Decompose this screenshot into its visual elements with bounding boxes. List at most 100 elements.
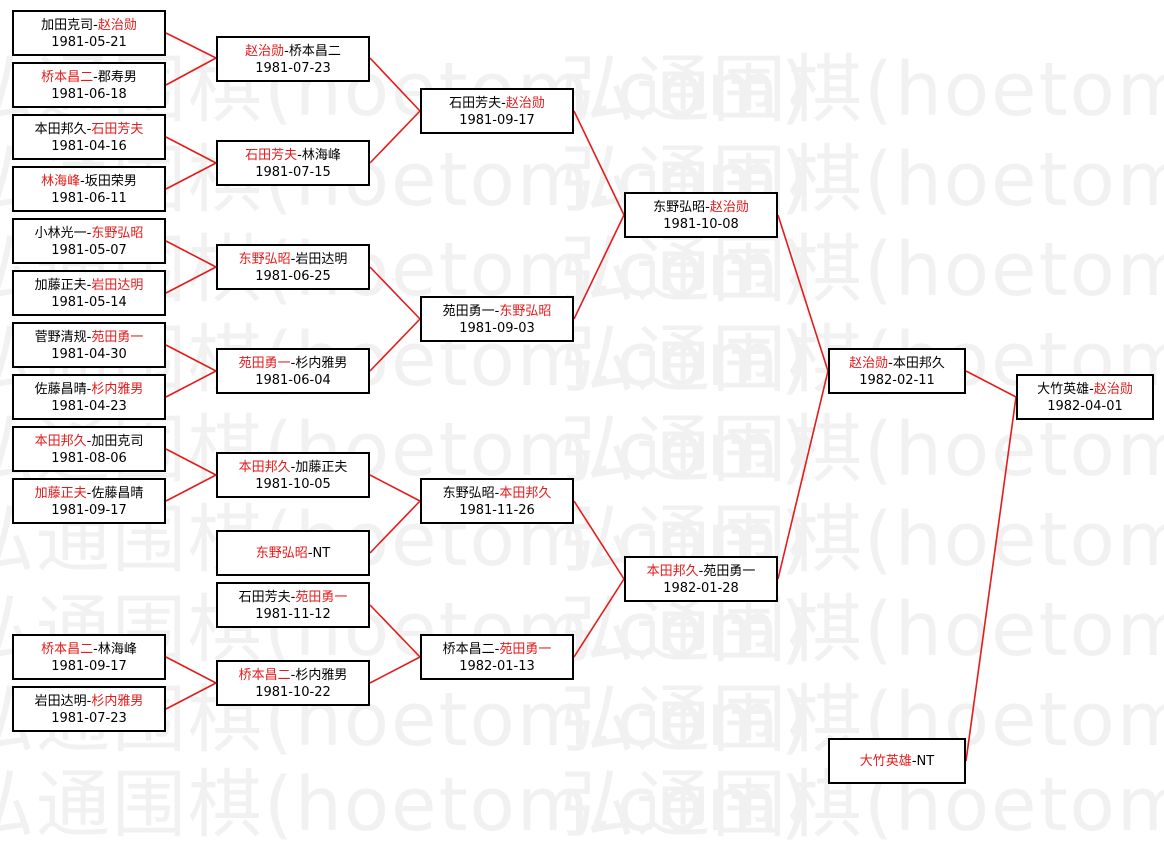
match-box: 苑田勇一-杉内雅男 1981-06-04 (216, 348, 370, 394)
connector-line (965, 396, 1017, 762)
player-name: 石田芳夫 (449, 96, 502, 111)
match-box: 本田邦久-加田克司 1981-08-06 (12, 426, 166, 472)
winner-name: 东野弘昭 (91, 226, 144, 241)
match-date: 1981-06-04 (255, 373, 331, 388)
player-name: 本田邦久 (892, 356, 945, 371)
connector-line (573, 110, 625, 216)
winner-name: 杉内雅男 (91, 382, 144, 397)
match-box: 岩田达明-杉内雅男 1981-07-23 (12, 686, 166, 732)
match-box: 本田邦久-石田芳夫 1981-04-16 (12, 114, 166, 160)
final-match-box: 大竹英雄-赵治勋 1982-04-01 (1016, 374, 1154, 420)
winner-name: 石田芳夫 (91, 122, 144, 137)
player-name: 岩田达明 (34, 694, 87, 709)
player-name: 佐藤昌晴 (91, 486, 144, 501)
match-date: 1982-04-01 (1047, 399, 1123, 414)
match-box: 赵治勋-本田邦久 1982-02-11 (828, 348, 966, 394)
match-date: 1981-05-21 (51, 35, 127, 50)
match-box: 石田芳夫-赵治勋 1981-09-17 (420, 88, 574, 134)
winner-name: 东野弘昭 (499, 304, 552, 319)
match-box: 桥本昌二-林海峰 1981-09-17 (12, 634, 166, 680)
match-box: 东野弘昭-NT (216, 530, 370, 576)
match-date: 1982-01-13 (459, 659, 535, 674)
match-date: 1981-10-08 (663, 217, 739, 232)
connector-line (165, 682, 217, 710)
player-name: 林海峰 (301, 148, 341, 163)
match-date: 1981-04-23 (51, 399, 127, 414)
match-date: 1981-10-22 (255, 685, 331, 700)
match-date: 1981-06-25 (255, 269, 331, 284)
player-name: 杉内雅男 (295, 668, 348, 683)
player-name: 林海峰 (97, 642, 137, 657)
connector-line (777, 370, 829, 580)
winner-name: 苑田勇一 (499, 642, 552, 657)
match-box: 桥本昌二-杉内雅男 1981-10-22 (216, 660, 370, 706)
match-date: 1981-04-16 (51, 139, 127, 154)
match-box: 林海峰-坂田荣男 1981-06-11 (12, 166, 166, 212)
match-box: 东野弘昭-岩田达明 1981-06-25 (216, 244, 370, 290)
player-name: NT (312, 545, 331, 561)
winner-name: 赵治勋 (97, 18, 137, 33)
player-name: 苑田勇一 (703, 564, 756, 579)
match-box: 石田芳夫-林海峰 1981-07-15 (216, 140, 370, 186)
match-box: 石田芳夫-苑田勇一 1981-11-12 (216, 582, 370, 628)
player-name: 小林光一 (34, 226, 87, 241)
match-date: 1981-09-17 (51, 503, 127, 518)
connector-line (369, 474, 421, 502)
connector-line (165, 162, 217, 190)
match-date: 1981-07-23 (51, 711, 127, 726)
match-box: 小林光一-东野弘昭 1981-05-07 (12, 218, 166, 264)
match-date: 1981-11-26 (459, 503, 535, 518)
player-name: 加藤正夫 (295, 460, 348, 475)
player-name: 本田邦久 (34, 122, 87, 137)
match-date: 1982-02-11 (859, 373, 935, 388)
player-name: NT (916, 753, 935, 769)
winner-name: 东野弘昭 (255, 545, 308, 561)
winner-name: 岩田达明 (91, 278, 144, 293)
player-name: 菅野清规 (34, 330, 87, 345)
connector-line (165, 266, 217, 294)
match-box: 桥本昌二-郡寿男 1981-06-18 (12, 62, 166, 108)
match-date: 1981-09-03 (459, 321, 535, 336)
match-date: 1981-04-30 (51, 347, 127, 362)
player-name: 桥本昌二 (442, 642, 495, 657)
connector-line (369, 500, 421, 554)
connector-line (165, 136, 217, 164)
match-box: 赵治勋-桥本昌二 1981-07-23 (216, 36, 370, 82)
connector-line (165, 32, 217, 59)
match-box: 本田邦久-加藤正夫 1981-10-05 (216, 452, 370, 498)
match-box: 大竹英雄-NT (828, 738, 966, 784)
player-name: 加田克司 (91, 434, 144, 449)
match-date: 1981-09-17 (459, 113, 535, 128)
match-box: 桥本昌二-苑田勇一 1982-01-13 (420, 634, 574, 680)
match-date: 1982-01-28 (663, 581, 739, 596)
player-name: 郡寿男 (97, 70, 137, 85)
match-box: 菅野清规-苑田勇一 1981-04-30 (12, 322, 166, 368)
connector-line (573, 500, 625, 580)
connector-line (573, 578, 625, 658)
match-box: 佐藤昌晴-杉内雅男 1981-04-23 (12, 374, 166, 420)
winner-name: 杉内雅男 (91, 694, 144, 709)
match-date: 1981-07-15 (255, 165, 331, 180)
player-name: 杉内雅男 (295, 356, 348, 371)
connector-line (165, 656, 217, 684)
player-name: 东野弘昭 (653, 200, 706, 215)
winner-name: 赵治勋 (849, 356, 889, 371)
connector-line (369, 110, 421, 164)
connector-line (777, 214, 829, 372)
connector-line (165, 240, 217, 268)
player-name: 加田克司 (41, 18, 94, 33)
match-date: 1981-08-06 (51, 451, 127, 466)
match-date: 1981-10-05 (255, 477, 331, 492)
match-box: 加藤正夫-岩田达明 1981-05-14 (12, 270, 166, 316)
match-date: 1981-05-14 (51, 295, 127, 310)
player-name: 坂田荣男 (84, 174, 137, 189)
match-date: 1981-11-12 (255, 607, 331, 622)
match-date: 1981-06-11 (51, 191, 127, 206)
connector-line (369, 656, 421, 684)
winner-name: 苑田勇一 (91, 330, 144, 345)
bracket-connectors (165, 32, 1017, 762)
winner-name: 本田邦久 (34, 434, 87, 449)
match-date: 1981-06-18 (51, 87, 127, 102)
winner-name: 大竹英雄 (859, 753, 912, 769)
winner-name: 桥本昌二 (238, 668, 291, 683)
